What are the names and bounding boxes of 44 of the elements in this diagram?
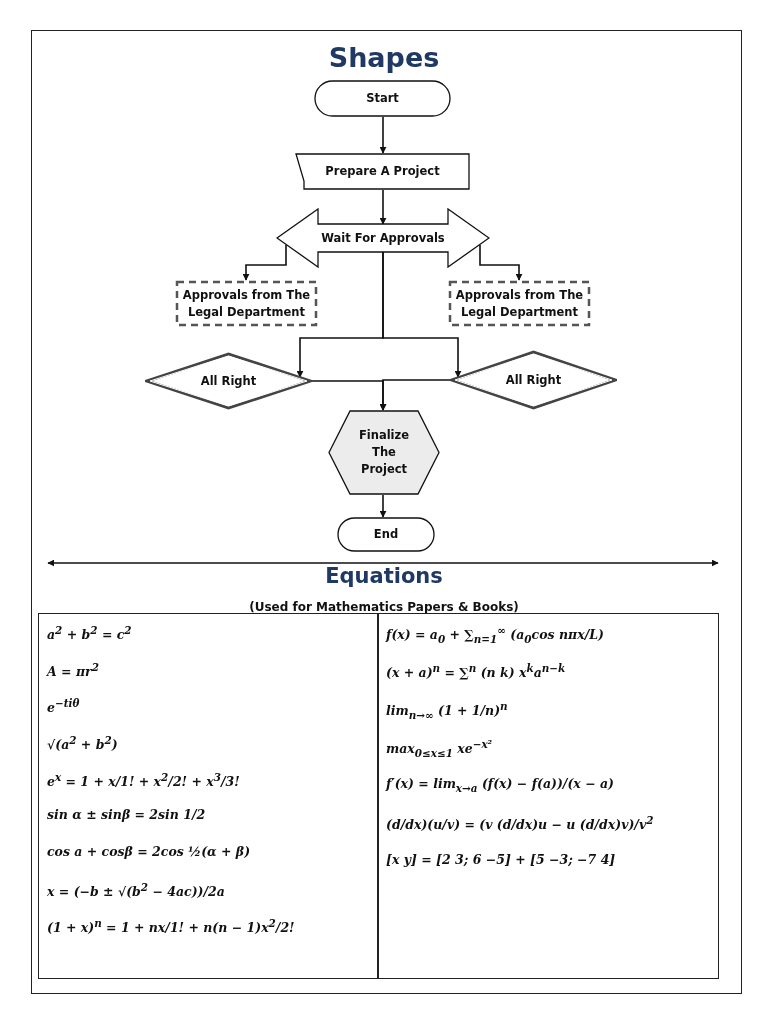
dashed-box — [175, 280, 318, 327]
equation: √(a$^{2}$ + b$^{2}$) — [47, 734, 118, 753]
equation: (d/dx)(u/v) = (v (d/dx)u − u (d/dx)v)/v$^{2}$ — [386, 814, 654, 833]
decision-diamond — [145, 352, 312, 410]
dashed-box — [448, 280, 591, 327]
section-heading: Equations — [325, 564, 443, 588]
node-label: Approvals from The Legal Department — [181, 286, 312, 321]
equation: sin α ± sinβ = 2sin 1/2 — [47, 807, 206, 823]
equation: lim$_{n→∞}$ (1 + 1/n)$^{n}$ — [386, 700, 508, 721]
title: Shapes — [328, 42, 440, 73]
arrow — [379, 116, 387, 154]
node-label: Wait For Approvals — [321, 229, 445, 247]
arrow — [379, 494, 387, 518]
node-label: Prepare A Project — [325, 163, 440, 180]
equation: A = πr$^{2}$ — [47, 660, 99, 679]
equation: a$^{2}$ + b$^{2}$ = c$^{2}$ — [47, 624, 132, 643]
terminal-shape — [314, 80, 451, 117]
process-shape — [295, 153, 470, 190]
equation: x = (−b ± √(b$^{2}$ − 4ac))/2a — [47, 880, 225, 899]
equation: max$_{0≤x≤1}$ xe$^{−x²}$ — [386, 738, 493, 759]
arrow — [379, 189, 387, 225]
double-arrow-shape — [276, 208, 490, 268]
equation: f(x) = a$_{0}$ + ∑$_{n=1}$$^{∞}$ (a$_{0}$cos nπx/L) — [386, 624, 604, 645]
node-label: Start — [366, 90, 399, 107]
equation: e$^{−tiθ}$ — [47, 697, 80, 716]
node-label: Approvals from The Legal Department — [454, 286, 585, 321]
equation: (1 + x)$^{n}$ = 1 + nx/1! + n(n − 1)x$^{2}$/2! — [47, 917, 295, 936]
terminal-shape — [337, 517, 435, 552]
arrow — [242, 244, 287, 281]
equation: f′(x) = lim$_{x→a}$ (f(x) − f(a))/(x − a) — [386, 776, 614, 794]
equation: cos a + cosβ = 2cos ½(α + β) — [47, 844, 251, 859]
node-label: Finalize The Project — [357, 427, 411, 478]
node-label: End — [373, 526, 399, 543]
arrow — [382, 251, 462, 378]
preparation-hexagon — [328, 410, 440, 495]
subtitle: (Used for Mathematics Papers & Books) — [249, 600, 519, 614]
decision-diamond — [450, 350, 617, 410]
equation: (x + a)$^{n}$ = ∑$^{n}$ (n k) x$^{k}$a$^{n−k}$ — [386, 662, 566, 681]
arrow — [379, 379, 451, 411]
node-label: All Right — [200, 372, 257, 390]
node-label: All Right — [505, 371, 562, 389]
arrow — [479, 244, 523, 281]
equation: e$^{x}$ = 1 + x/1! + x$^{2}$/2! + x$^{3}$/3! — [47, 770, 240, 789]
equation: [x y] = [2 3; 6 −5] + [5 −3; −7 4] — [386, 852, 616, 867]
